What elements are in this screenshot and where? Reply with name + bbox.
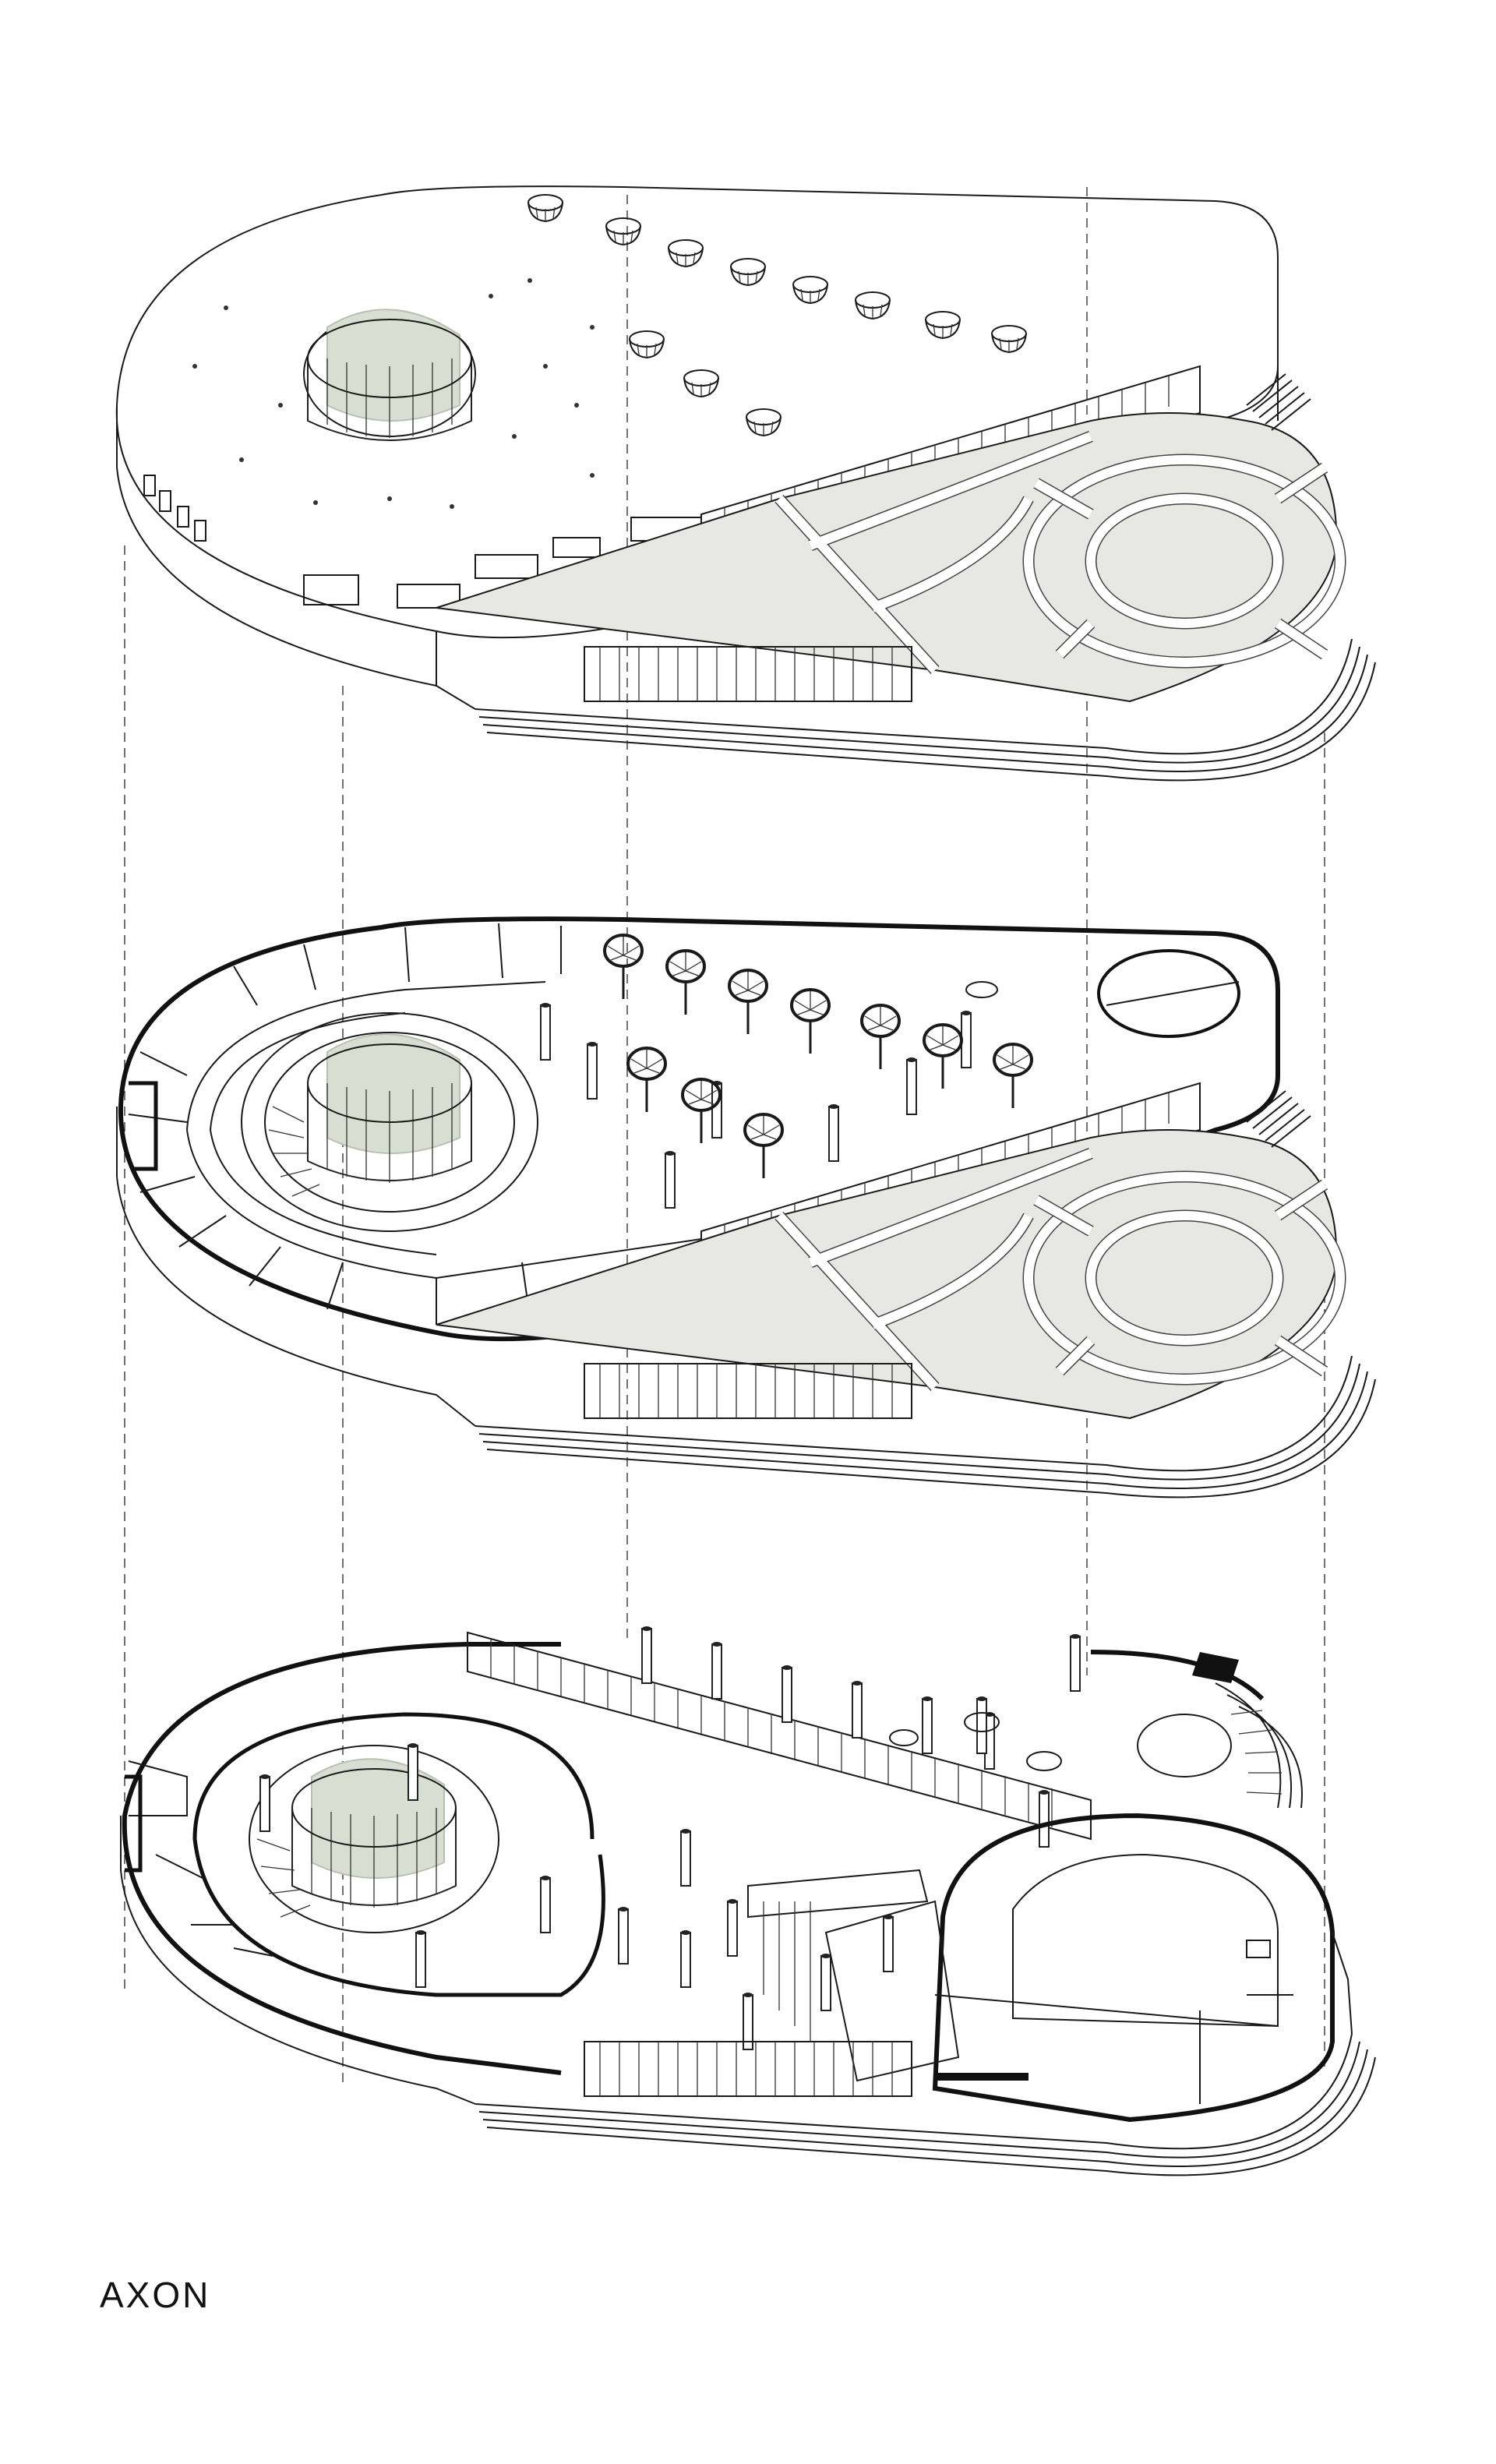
drawing-caption: AXON [100, 2275, 211, 2315]
upper-deck-paths [774, 1148, 1346, 1392]
upper-level [116, 916, 1376, 1499]
roof-skylights [527, 194, 1027, 436]
upper-columns [540, 1002, 972, 1209]
courtyard-void-roof [303, 309, 476, 441]
courtyard-void-upper [241, 1012, 538, 1232]
roof-deck-paths [774, 431, 1346, 675]
roof-level [115, 185, 1376, 782]
auditorium [932, 1813, 1335, 2123]
ground-level [120, 1626, 1376, 2176]
courtyard-void-ground [249, 1745, 499, 1933]
roof-dots [192, 278, 595, 509]
